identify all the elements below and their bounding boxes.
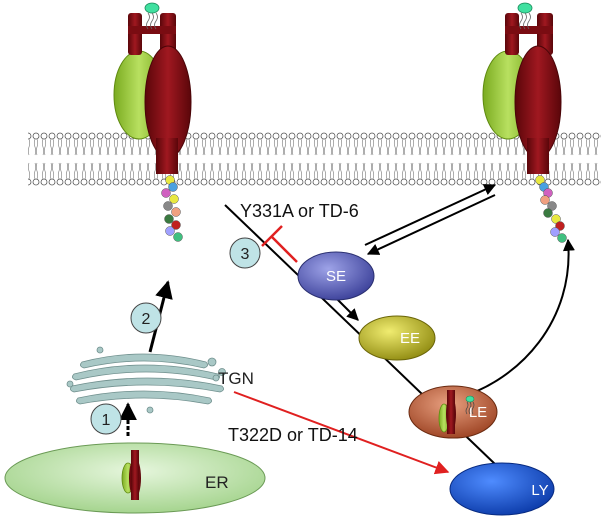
cytoplasmic-tail-beads-icon [161,175,183,242]
receptor-complex-icon [121,450,141,500]
tgn-to-lysosome-arrow [233,391,450,475]
svg-text:2: 2 [142,311,151,328]
mutation-label-top: Y331A or TD-6 [240,201,359,221]
early-endosome: EE [358,315,436,361]
svg-text:1: 1 [102,412,111,429]
receptor-complex-icon [113,2,192,174]
step-circle-1: 1 [90,403,122,435]
step-circle-3: 3 [229,237,261,269]
gpi-anchor-icon [517,2,533,30]
svg-text:LE: LE [469,404,487,421]
er-label: ER [205,473,229,492]
gpi-anchor-icon [144,2,160,30]
svg-text:3: 3 [241,246,250,263]
plasma-membrane [28,132,601,186]
step-circle-2: 2 [130,302,162,334]
tgn-label: TGN [218,369,254,388]
svg-text:EE: EE [400,330,420,347]
golgi-stack-icon [66,346,226,414]
receptor-complex-icon [438,390,475,434]
svg-text:LY: LY [531,482,548,499]
svg-text:SE: SE [326,268,346,285]
mutation-label-bottom: T322D or TD-14 [228,425,358,445]
cytoplasmic-tail-beads-icon [535,175,567,243]
se-to-membrane-arrow [364,184,497,246]
lysosome: LY [449,462,555,516]
inhibition-symbol [261,225,298,263]
membrane-to-se-arrow [366,194,496,255]
receptor-complex-icon [482,2,562,174]
sorting-endosome: SE [297,251,375,301]
le-to-membrane-arrow [457,238,575,399]
